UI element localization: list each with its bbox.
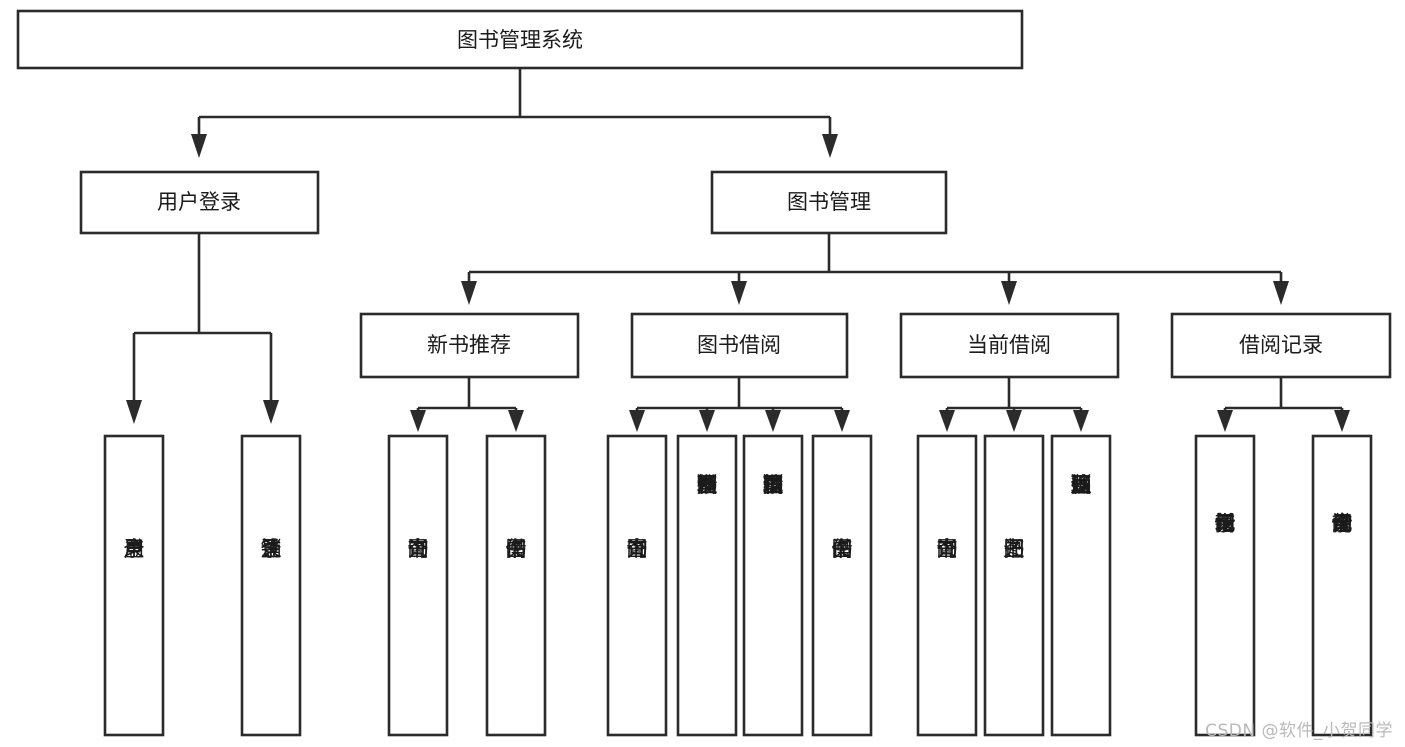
leaf-new-book-1[interactable]: 查询图书: [387, 434, 449, 737]
arrow-current-borrow-leaf-3: [1073, 410, 1089, 432]
node-new-book-recommend[interactable]: 新书推荐: [359, 312, 580, 379]
node-borrow-record[interactable]: 借阅记录: [1170, 312, 1392, 379]
leaf-book-borrow-2-label: 新增图书（管理员）: [697, 473, 718, 497]
leaf-book-borrow-2[interactable]: 新增图书（管理员）: [676, 434, 738, 737]
leaf-current-borrow-3-label: 确认归还（管理员）: [1071, 473, 1092, 497]
leaf-current-borrow-2-label: 归还图书: [1004, 537, 1025, 561]
leaf-book-borrow-1-box: [606, 434, 668, 737]
node-borrow-record-box: [1170, 312, 1392, 379]
arrow-book-borrow-leaf-2: [699, 410, 715, 432]
leaf-borrow-record-2-box: [1311, 434, 1373, 737]
node-book-management[interactable]: 图书管理: [710, 170, 948, 235]
arrow-book-mgmt-child-3: [1001, 281, 1017, 305]
node-root-box: [16, 9, 1024, 70]
node-borrow-record-label: 借阅记录: [1239, 333, 1323, 357]
node-user-login-label: 用户登录: [157, 190, 241, 214]
connector-layer: [126, 68, 1350, 432]
node-user-login[interactable]: 用户登录: [79, 170, 320, 235]
node-current-borrow[interactable]: 当前借阅: [899, 312, 1120, 379]
arrow-book-mgmt-child-4: [1273, 281, 1289, 305]
node-book-borrow-label: 图书借阅: [697, 333, 781, 357]
leaf-new-book-1-label: 查询图书: [408, 537, 429, 561]
leaf-current-borrow-2[interactable]: 归还图书: [983, 434, 1045, 737]
leaf-user-login-2-label: 注销登录: [261, 537, 282, 561]
arrow-borrow-record-leaf-2: [1334, 410, 1350, 432]
leaf-book-borrow-2-box: [676, 434, 738, 737]
leaf-current-borrow-1-box: [916, 434, 978, 737]
arrow-book-borrow-leaf-1: [629, 410, 645, 432]
leaf-new-book-2[interactable]: 借阅图书: [485, 434, 547, 737]
leaf-borrow-record-2[interactable]: 查询借阅记录: [1311, 434, 1373, 737]
arrow-book-mgmt-child-2: [731, 281, 747, 305]
arrow-book-borrow-leaf-4: [834, 410, 850, 432]
leaf-book-borrow-4-label: 借阅图书: [832, 537, 853, 561]
arrow-borrow-record-leaf-1: [1217, 410, 1233, 432]
leaf-new-book-2-label: 借阅图书: [506, 537, 527, 561]
leaf-new-book-1-box: [387, 434, 449, 737]
arrow-book-mgmt-child-1: [461, 281, 477, 305]
leaf-borrow-record-2-label: 查询借阅记录: [1332, 511, 1353, 535]
node-current-borrow-label: 当前借阅: [967, 333, 1051, 357]
arrow-new-book-leaf-2: [508, 410, 524, 432]
node-root-label: 图书管理系统: [457, 28, 583, 52]
arrow-root-to-book-mgmt: [822, 134, 838, 158]
leaf-current-borrow-3[interactable]: 确认归还（管理员）: [1050, 434, 1112, 737]
leaf-book-borrow-4-box: [811, 434, 873, 737]
leaf-current-borrow-2-box: [983, 434, 1045, 737]
node-new-book-recommend-label: 新书推荐: [427, 333, 511, 357]
leaf-user-login-1-label: 用户登录: [124, 537, 145, 561]
arrow-current-borrow-leaf-2: [1006, 410, 1022, 432]
arrow-user-login-leaf-1: [126, 400, 142, 424]
leaf-current-borrow-1-label: 查询图书: [937, 537, 958, 561]
node-book-borrow-box: [630, 312, 849, 379]
arrow-new-book-leaf-1: [410, 410, 426, 432]
leaf-book-borrow-1[interactable]: 查询图书: [606, 434, 668, 737]
leaf-borrow-record-1[interactable]: 新增借阅记录: [1194, 434, 1256, 737]
leaf-current-borrow-1[interactable]: 查询图书: [916, 434, 978, 737]
leaf-new-book-2-box: [485, 434, 547, 737]
arrow-book-borrow-leaf-3: [765, 410, 781, 432]
leaf-book-borrow-4[interactable]: 借阅图书: [811, 434, 873, 737]
arrow-current-borrow-leaf-1: [939, 410, 955, 432]
leaf-book-borrow-1-label: 查询图书: [627, 537, 648, 561]
arrow-user-login-leaf-2: [263, 400, 279, 424]
leaf-user-login-1-box: [103, 434, 165, 737]
leaf-borrow-record-1-box: [1194, 434, 1256, 737]
leaf-borrow-record-1-label: 新增借阅记录: [1215, 511, 1236, 535]
node-book-management-box: [710, 170, 948, 235]
leaf-user-login-2-box: [240, 434, 302, 737]
node-current-borrow-box: [899, 312, 1120, 379]
leaf-book-borrow-3[interactable]: 编辑图书（管理员）: [742, 434, 804, 737]
node-new-book-recommend-box: [359, 312, 580, 379]
leaf-book-borrow-3-box: [742, 434, 804, 737]
leaf-user-login-1[interactable]: 用户登录: [103, 434, 165, 737]
leaf-current-borrow-3-box: [1050, 434, 1112, 737]
leaf-book-borrow-3-label: 编辑图书（管理员）: [763, 473, 784, 497]
node-root[interactable]: 图书管理系统: [16, 9, 1024, 70]
node-user-login-box: [79, 170, 320, 235]
leaf-user-login-2[interactable]: 注销登录: [240, 434, 302, 737]
node-book-borrow[interactable]: 图书借阅: [630, 312, 849, 379]
arrow-root-to-user-login: [191, 134, 207, 158]
node-book-management-label: 图书管理: [787, 190, 871, 214]
